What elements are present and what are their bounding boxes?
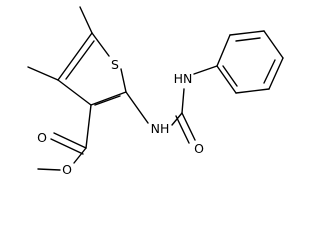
- bond-c-hn: [181, 88, 185, 114]
- bond-c-o-double-a: [181, 112, 196, 141]
- bond-ph-4: [268, 57, 284, 90]
- structure-canvas: S HN NH O O O: [27, 6, 284, 177]
- atom-nh-upper: HN: [174, 71, 193, 86]
- bond-c5-methyl: [79, 6, 93, 34]
- bond-ester-c-o: [73, 147, 87, 164]
- bond-c2-c3-inner: [94, 95, 121, 106]
- bond-c3-c4: [57, 79, 92, 106]
- atom-nh-lower: NH: [151, 121, 170, 136]
- atom-oxygen-ester-carbonyl: O: [37, 130, 47, 145]
- bond-ph-5: [235, 88, 270, 94]
- bond-hn-phenyl: [193, 65, 218, 75]
- bond-c3-ester-c: [85, 104, 92, 149]
- molecule-diagram: S HN NH O O O: [27, 6, 284, 177]
- atom-oxygen-urea: O: [194, 141, 204, 156]
- bond-s-c2: [120, 68, 127, 93]
- atom-sulfur: S: [111, 57, 119, 72]
- bond-ph-2: [229, 30, 265, 36]
- bond-ph-1: [216, 34, 231, 67]
- bond-c4-methyl: [27, 66, 59, 81]
- bond-c4-c5: [57, 32, 93, 81]
- atom-oxygen-ester: O: [62, 162, 72, 177]
- bond-ph-inner-3: [222, 65, 238, 87]
- bond-ph-3: [263, 30, 284, 59]
- bond-o-methyl: [37, 168, 61, 171]
- bond-c5-s: [91, 32, 110, 57]
- bond-ph-inner-1: [235, 37, 261, 42]
- bond-c2-c3: [90, 91, 127, 106]
- bond-ester-c-o-double-a: [53, 132, 87, 149]
- bond-c2-nh: [125, 91, 149, 124]
- bond-c-o-double-b: [175, 115, 190, 144]
- bond-ester-c-o-double-b: [50, 138, 84, 155]
- bond-ph-6: [216, 65, 237, 94]
- bond-c4-c5-inner: [65, 40, 95, 80]
- bond-ph-inner-2: [263, 59, 276, 84]
